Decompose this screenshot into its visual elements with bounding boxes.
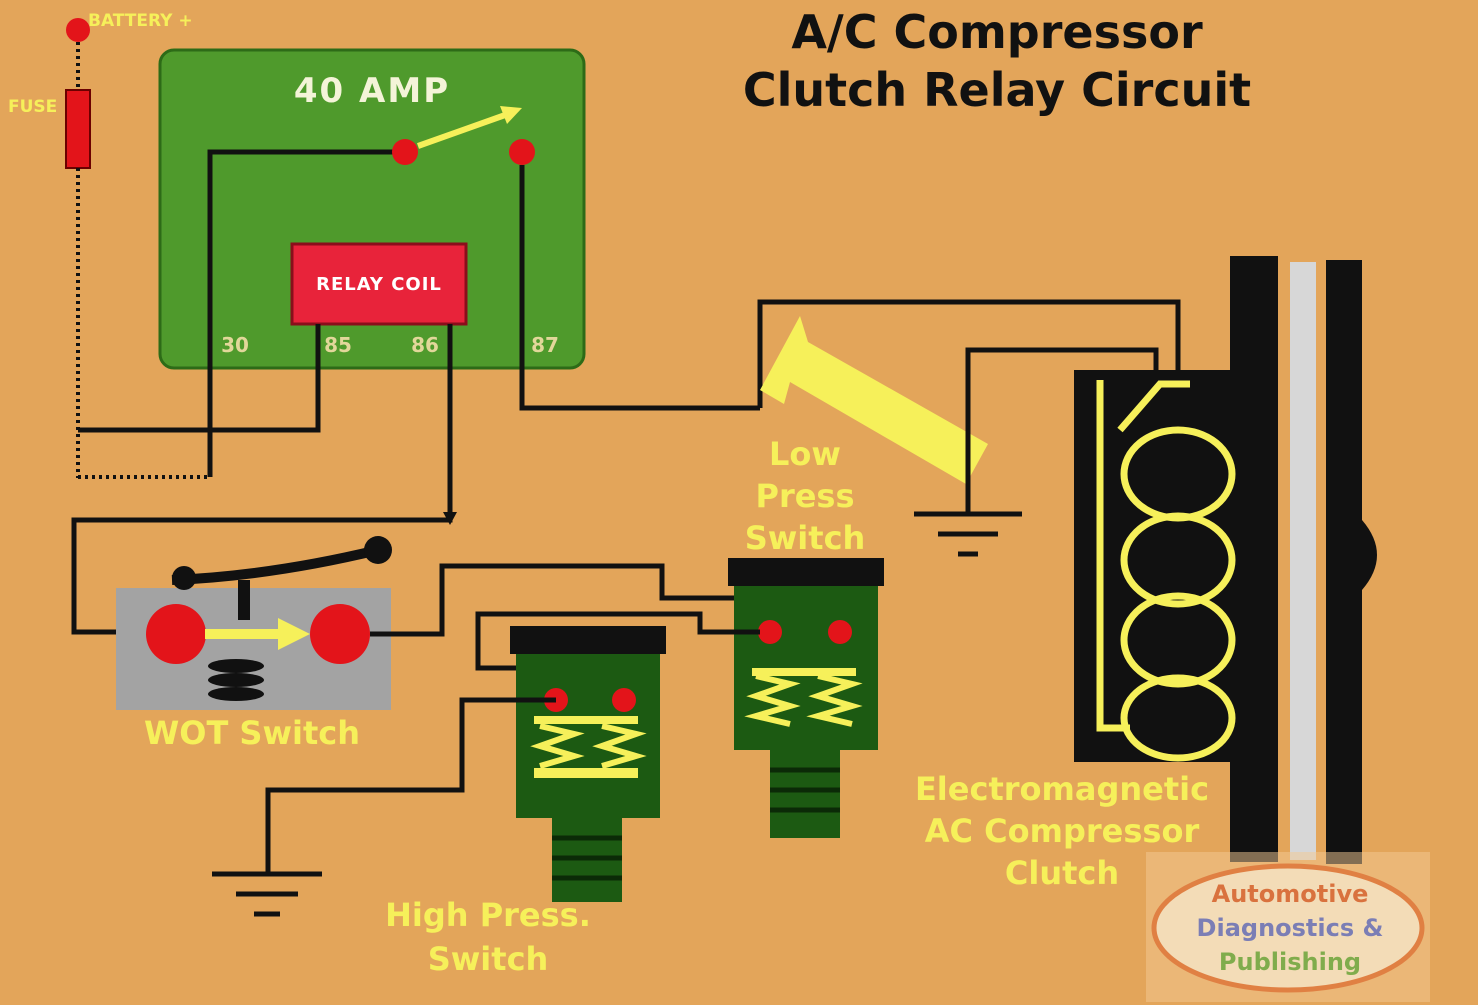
battery-label: BATTERY + (88, 11, 193, 31)
low-press-contact-right (828, 620, 852, 644)
flow-arrow (760, 316, 988, 484)
wot-spring-1 (208, 659, 264, 673)
clutch-plate-inner (1326, 260, 1362, 864)
low-press-spring-right (806, 673, 863, 727)
high-press-label-1: High Press. (385, 896, 591, 934)
high-press-label-2: Switch (428, 940, 549, 978)
relay-coil-label: RELAY COIL (316, 274, 442, 295)
title-line-1: A/C Compressor (791, 5, 1203, 59)
relay-pin87-wire (519, 165, 760, 411)
wot-lever-knob (364, 536, 392, 564)
low-press-contact-left (758, 620, 782, 644)
coil-arrow (443, 512, 457, 525)
high-press-spring-right (592, 723, 647, 769)
wot-contact-right (310, 604, 370, 664)
coil-pin86-wire (71, 324, 453, 635)
watermark-line-1: Automotive (1212, 880, 1369, 908)
wot-lever-pivot (172, 566, 196, 590)
relay-box (158, 48, 586, 370)
watermark-line-2: Diagnostics & (1197, 914, 1384, 942)
relay-common-contact (392, 139, 418, 165)
clutch-coil-lead (1096, 380, 1130, 732)
clutch-coil-top-lead (1117, 380, 1190, 433)
clutch-coil-loop-3 (1120, 592, 1236, 688)
clutch-plate-gap (1290, 262, 1316, 860)
relay-arm-arrow (416, 111, 510, 149)
clutch-plate-outer (1230, 256, 1278, 862)
pin-86-label: 86 (411, 333, 439, 357)
coil-pin85-wire (78, 324, 321, 433)
low-press-cap (728, 558, 884, 586)
clutch-coil-loop-4 (1120, 674, 1236, 762)
low-press-thread (770, 750, 840, 838)
wot-plunger (238, 580, 250, 620)
wot-contact-left (146, 604, 206, 664)
relay-pin30-wire (207, 149, 405, 477)
clutch-coil-loop-2 (1120, 512, 1236, 608)
clutch-label-3: Clutch (1005, 854, 1119, 892)
high-press-plate-bottom (534, 768, 638, 778)
high-press-cap (510, 626, 666, 654)
high-press-plate-top (534, 716, 638, 724)
low-press-label-1: Low (769, 435, 841, 473)
clutch-label-1: Electromagnetic (915, 770, 1209, 808)
battery-terminal (66, 18, 90, 42)
title-line-2: Clutch Relay Circuit (743, 63, 1251, 117)
pin-87-label: 87 (531, 333, 559, 357)
clutch-ground-wire (965, 347, 1159, 512)
wot-spring-2 (208, 673, 264, 687)
wot-lever (171, 545, 380, 585)
low-press-label-3: Switch (745, 519, 866, 557)
fuse (65, 89, 91, 169)
pin87-to-clutch-wire (757, 299, 1181, 408)
pin-30-label: 30 (221, 333, 249, 357)
wot-arrow-head (278, 618, 310, 650)
pin-85-label: 85 (324, 333, 352, 357)
high-press-spring-left (530, 723, 585, 769)
relay-nc-contact (509, 139, 535, 165)
watermark-line-3: Publishing (1219, 948, 1361, 976)
clutch-label-2: AC Compressor (925, 812, 1200, 850)
watermark-ellipse (1151, 863, 1425, 993)
low-press-spring-left (744, 673, 801, 727)
relay-arrow-head (500, 106, 522, 124)
clutch-hub (1362, 520, 1377, 590)
low-press-label-2: Press (755, 477, 854, 515)
high-press-contact-right (612, 688, 636, 712)
high-press-ground-wire (265, 697, 556, 872)
relay-rating-label: 40 AMP (294, 71, 450, 111)
low-press-plate-top (752, 668, 856, 676)
relay-coil (290, 242, 468, 326)
wot-spring-3 (208, 687, 264, 701)
fuse-label: FUSE (8, 97, 57, 117)
wot-switch-label: WOT Switch (144, 714, 360, 752)
watermark-logo: Automotive Diagnostics & Publishing (1146, 852, 1430, 1002)
